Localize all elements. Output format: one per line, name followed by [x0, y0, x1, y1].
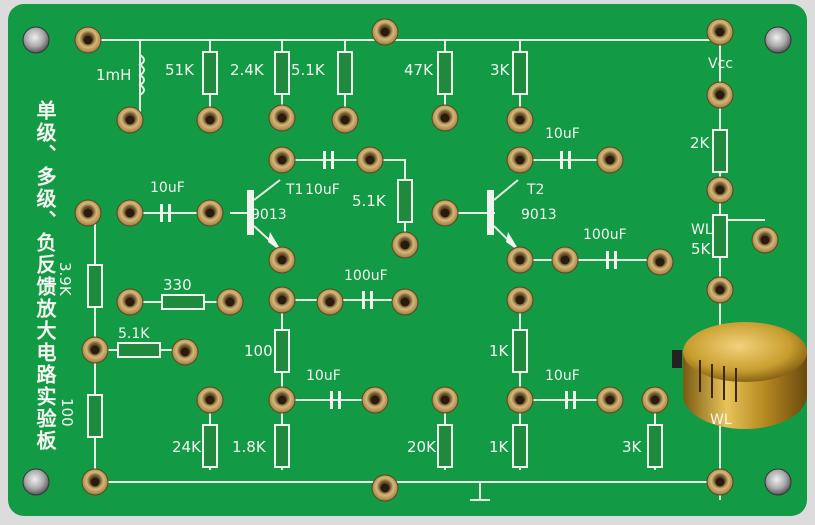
- jack-pad[interactable]: [506, 106, 534, 134]
- silkscreen-labels: 1mH 51K 2.4K 5.1K 47K 3K Vcc 10uF T1 901…: [56, 56, 733, 456]
- jack-pad[interactable]: [268, 286, 296, 314]
- label-r-5-1k-mid: 5.1K: [352, 192, 387, 210]
- label-c4: 100uF: [344, 268, 388, 284]
- label-c5: 100uF: [583, 227, 627, 243]
- jack-pad[interactable]: [196, 106, 224, 134]
- jack-pad[interactable]: [316, 288, 344, 316]
- jack-pad[interactable]: [646, 248, 674, 276]
- label-wl: WL: [691, 222, 713, 238]
- label-c1: 10uF: [150, 180, 185, 196]
- jack-pad[interactable]: [431, 104, 459, 132]
- label-r-1k-bot: 1K: [489, 438, 510, 456]
- jack-pad[interactable]: [116, 288, 144, 316]
- label-r-100-mid: 100: [244, 342, 273, 360]
- jack-pad[interactable]: [196, 386, 224, 414]
- jack-pad[interactable]: [116, 199, 144, 227]
- jack-pad[interactable]: [81, 468, 109, 496]
- jack-pad[interactable]: [596, 146, 624, 174]
- jack-pad[interactable]: [171, 338, 199, 366]
- corner-screws: [22, 26, 792, 496]
- jack-pad[interactable]: [706, 18, 734, 46]
- label-r-47k: 47K: [404, 61, 434, 79]
- jack-pad[interactable]: [506, 286, 534, 314]
- jack-pad[interactable]: [706, 176, 734, 204]
- jack-pad[interactable]: [268, 386, 296, 414]
- label-c6: 10uF: [306, 368, 341, 384]
- jack-pad[interactable]: [641, 386, 669, 414]
- jack-pad[interactable]: [356, 146, 384, 174]
- label-r-2-4k: 2.4K: [230, 61, 265, 79]
- jack-pad[interactable]: [371, 18, 399, 46]
- jack-pad[interactable]: [751, 226, 779, 254]
- capacitor-symbols: [160, 151, 617, 409]
- resistor-outlines: [87, 51, 728, 468]
- label-c3: 10uF: [545, 126, 580, 142]
- label-wl-bottom: WL: [710, 412, 732, 428]
- label-r-1-8k: 1.8K: [232, 438, 267, 456]
- jack-pad[interactable]: [268, 104, 296, 132]
- jack-pad[interactable]: [431, 386, 459, 414]
- jack-pad[interactable]: [506, 386, 534, 414]
- jack-pad[interactable]: [216, 288, 244, 316]
- label-c7: 10uF: [545, 368, 580, 384]
- brass-jacks: [74, 18, 779, 502]
- label-r-100-left: 100: [58, 398, 76, 427]
- jack-pad[interactable]: [431, 199, 459, 227]
- potentiometer-knob[interactable]: [672, 322, 807, 429]
- jack-pad[interactable]: [268, 246, 296, 274]
- jack-pad[interactable]: [371, 474, 399, 502]
- jack-pad[interactable]: [506, 246, 534, 274]
- jack-pad[interactable]: [81, 336, 109, 364]
- label-t2: T2: [526, 182, 544, 198]
- label-t1-part: 9013: [251, 207, 287, 223]
- label-r-3k-bot: 3K: [622, 438, 643, 456]
- label-r-3k-top: 3K: [490, 61, 511, 79]
- label-r-20k: 20K: [407, 438, 437, 456]
- label-r-5-1k-top: 5.1K: [291, 61, 326, 79]
- jack-pad[interactable]: [74, 199, 102, 227]
- jack-pad[interactable]: [596, 386, 624, 414]
- jack-pad[interactable]: [551, 246, 579, 274]
- board-title: 单级、多级、负反馈放大电路实验板: [33, 100, 57, 452]
- jack-pad[interactable]: [391, 231, 419, 259]
- label-r-1k-mid: 1K: [489, 342, 510, 360]
- jack-pad[interactable]: [196, 199, 224, 227]
- label-wl-val: 5K: [691, 240, 712, 258]
- jack-pad[interactable]: [706, 468, 734, 496]
- jack-pad[interactable]: [74, 26, 102, 54]
- label-r-3-9k: 3.9K: [56, 262, 74, 297]
- label-r-51k: 51K: [165, 61, 195, 79]
- label-inductor: 1mH: [96, 66, 131, 84]
- label-r-24k: 24K: [172, 438, 202, 456]
- label-r-5-1k-left: 5.1K: [118, 326, 150, 342]
- jack-pad[interactable]: [706, 276, 734, 304]
- label-c2: 10uF: [305, 182, 340, 198]
- jack-pad[interactable]: [268, 146, 296, 174]
- label-t2-part: 9013: [521, 207, 557, 223]
- label-t1: T1: [285, 182, 303, 198]
- label-r-2k: 2K: [690, 134, 711, 152]
- label-r-330: 330: [163, 276, 192, 294]
- jack-pad[interactable]: [506, 146, 534, 174]
- jack-pad[interactable]: [361, 386, 389, 414]
- label-vcc: Vcc: [708, 56, 733, 72]
- jack-pad[interactable]: [706, 81, 734, 109]
- jack-pad[interactable]: [391, 288, 419, 316]
- jack-pad[interactable]: [116, 106, 144, 134]
- jack-pad[interactable]: [331, 106, 359, 134]
